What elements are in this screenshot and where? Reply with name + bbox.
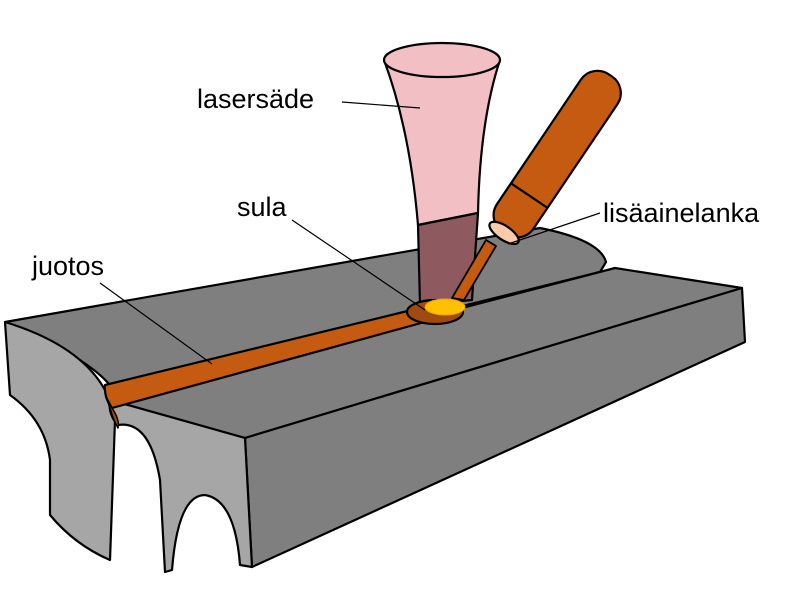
leader-melt xyxy=(291,219,426,311)
label-laser-beam: lasersäde xyxy=(197,84,315,114)
left-block-front xyxy=(3,320,117,562)
melt-pool xyxy=(424,298,466,316)
leader-wire xyxy=(507,212,601,245)
nozzle-tip xyxy=(488,220,520,246)
solder-fillet xyxy=(107,399,120,429)
label-filler-wire: lisäainelanka xyxy=(603,198,760,228)
label-solder: juotos xyxy=(32,251,105,281)
leader-solder xyxy=(99,282,213,365)
leader-laser xyxy=(341,101,421,109)
label-melt: sula xyxy=(237,192,287,222)
filler-wire xyxy=(451,239,497,301)
laser-beam-top xyxy=(382,41,502,79)
laser-beam xyxy=(382,58,502,227)
